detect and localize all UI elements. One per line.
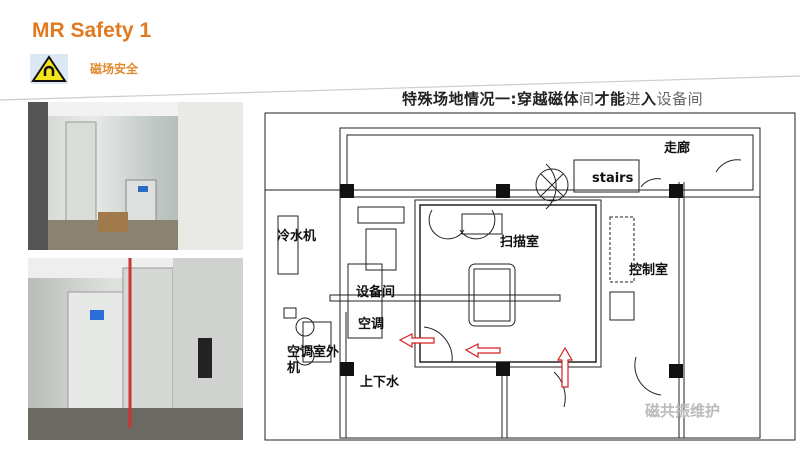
arrow-left-2 xyxy=(464,343,501,359)
heading-part: 特殊场地情况一:穿越磁体 xyxy=(402,90,579,108)
watermark: 磁共振维护 xyxy=(645,402,721,420)
heading-part: 间 xyxy=(579,90,595,108)
arrow-left-1 xyxy=(398,333,435,349)
arrow-up xyxy=(556,346,574,388)
slide-subtitle: 磁场安全 xyxy=(90,62,139,76)
heading-part: 才能 xyxy=(594,90,626,108)
label-equipment-room: 设备间 xyxy=(356,284,395,300)
equipment-room-photo-1 xyxy=(28,102,243,250)
label-control-room: 控制室 xyxy=(629,262,668,278)
floor-plan: 走廊 stairs 冷水机 扫描室 控制室 设备间 空调 空调室外 机 上下水 xyxy=(264,112,796,441)
equipment-room-photo-2 xyxy=(28,258,243,440)
heading-part: 进 xyxy=(625,90,642,108)
label-water: 上下水 xyxy=(360,374,400,390)
label-ac: 空调 xyxy=(358,316,384,332)
label-ac-outdoor: 空调室外 xyxy=(287,344,339,360)
magnet-warning-icon xyxy=(30,54,68,84)
label-stairs: stairs xyxy=(592,171,634,186)
label-scan-room: 扫描室 xyxy=(500,234,539,250)
heading-part: 设备间 xyxy=(656,90,704,108)
header-divider xyxy=(0,75,800,101)
label-corridor: 走廊 xyxy=(664,140,690,156)
label-chiller: 冷水机 xyxy=(277,228,316,244)
label-ac-outdoor-2: 机 xyxy=(287,360,300,376)
slide-title: MR Safety 1 xyxy=(32,19,152,42)
direction-arrows xyxy=(398,333,574,388)
slide-heading: 特殊场地情况一:穿越磁体间才能进入设备间 xyxy=(402,88,703,109)
heading-part: 入 xyxy=(641,90,657,108)
